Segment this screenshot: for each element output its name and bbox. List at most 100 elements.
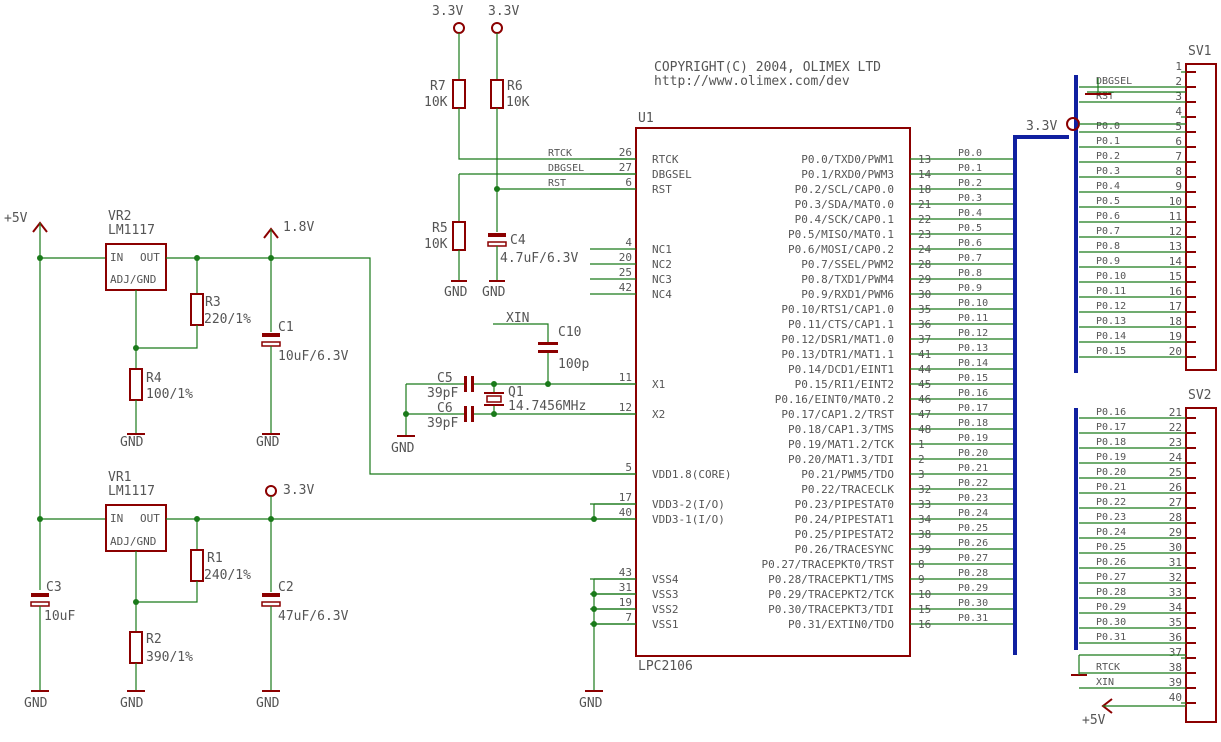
c3-ref: C3 [46, 580, 62, 595]
u1-pin-number: 1 [918, 438, 925, 451]
u1-pin-name: NC2 [652, 258, 672, 271]
u1-ref: U1 [638, 111, 654, 126]
sv1-pins: 12DBGSEL3RST45P0.06P0.17P0.28P0.39P0.410… [1079, 60, 1196, 358]
r1-ref: R1 [207, 551, 223, 566]
u1-pin-net: P0.9 [958, 283, 982, 294]
u1-pin-name: P0.13/DTR1/MAT1.1 [781, 348, 894, 361]
u1-pin-number: 48 [918, 423, 931, 436]
header-pin-number: 34 [1169, 601, 1183, 614]
header-pin-number: 40 [1169, 691, 1182, 704]
header-pin-net: P0.21 [1096, 482, 1126, 493]
supply-label: 3.3V [1026, 119, 1057, 134]
u1-pin-number: 8 [918, 558, 925, 571]
q1-val: 14.7456MHz [508, 399, 586, 414]
header-pin-number: 22 [1169, 421, 1182, 434]
u1-pin-number: 31 [619, 581, 632, 594]
supply-3v3-r7: 3.3V [432, 4, 465, 34]
header-pin-number: 30 [1169, 541, 1182, 554]
u1-pin-net: P0.23 [958, 493, 988, 504]
u1-pin-name: P0.21/PWM5/TDO [801, 468, 894, 481]
u1-pin-net: P0.18 [958, 418, 988, 429]
u1-pin-number: 40 [619, 506, 632, 519]
header-pin-number: 36 [1169, 631, 1182, 644]
u1-pin-name: VSS3 [652, 588, 679, 601]
c5-val: 39pF [427, 386, 458, 401]
resistor-r5 [452, 221, 466, 251]
supply-label: 3.3V [432, 4, 463, 19]
copyright-text: COPYRIGHT(C) 2004, OLIMEX LTD [654, 60, 881, 75]
u1-pin-number: 2 [918, 453, 925, 466]
u1-pin-number: 46 [918, 393, 931, 406]
u1-pin-number: 22 [918, 213, 931, 226]
u1-pin-number: 42 [619, 281, 632, 294]
u1-pin-net: P0.27 [958, 553, 988, 564]
header-pin-net: P0.5 [1096, 196, 1120, 207]
r7-val: 10K [424, 95, 448, 110]
vr1-in: IN [110, 512, 123, 525]
u1-pin-net: P0.31 [958, 613, 988, 624]
u1-pin-number: 17 [619, 491, 632, 504]
header-pin-number: 32 [1169, 571, 1182, 584]
gnd-label: GND [482, 285, 506, 300]
u1-pin-number: 26 [619, 146, 632, 159]
u1-pin-name: P0.24/PIPESTAT1 [795, 513, 894, 526]
url-text: http://www.olimex.com/dev [654, 74, 850, 89]
u1-pin-net: P0.30 [958, 598, 988, 609]
r1-val: 240/1% [204, 568, 251, 583]
u1-pin-net: P0.28 [958, 568, 988, 579]
u1-pin-name: VSS1 [652, 618, 679, 631]
u1-pin-name: P0.5/MISO/MAT0.1 [788, 228, 894, 241]
net-rtck: RTCK [548, 148, 572, 159]
header-pin-net: RTCK [1096, 662, 1120, 673]
header-pin-net: P0.26 [1096, 557, 1126, 568]
u1-pin-name: P0.26/TRACESYNC [795, 543, 894, 556]
c2-ref: C2 [278, 580, 294, 595]
u1-pin-number: 29 [918, 273, 931, 286]
u1-pin-name: P0.25/PIPESTAT2 [795, 528, 894, 541]
u1-pin-number: 41 [918, 348, 931, 361]
u1-pin-number: 27 [619, 161, 632, 174]
header-pin-net: P0.3 [1096, 166, 1120, 177]
header-pin-number: 24 [1169, 451, 1183, 464]
gnd-label: GND [579, 696, 603, 711]
u1-pin-number: 5 [625, 461, 632, 474]
header-pin-number: 12 [1169, 225, 1182, 238]
header-pin-number: 17 [1169, 300, 1182, 313]
c6-ref: C6 [437, 401, 453, 416]
u1-pin-name: P0.28/TRACEPKT1/TMS [768, 573, 894, 586]
u1-pin-name: P0.14/DCD1/EINT1 [788, 363, 894, 376]
header-pin-net: P0.13 [1096, 316, 1126, 327]
cap-c4 [488, 233, 506, 237]
u1-pin-net: P0.3 [958, 193, 982, 204]
u1-pin-name: VDD3-2(I/O) [652, 498, 725, 511]
sv1-3v3-supply: 3.3V [1026, 117, 1080, 134]
u1-pin-name: P0.23/PIPESTAT0 [795, 498, 894, 511]
header-pin-net: P0.9 [1096, 256, 1120, 267]
header-pin-net: P0.20 [1096, 467, 1126, 478]
header-pin-net: P0.14 [1096, 331, 1126, 342]
header-pin-number: 4 [1175, 105, 1182, 118]
vr2-out: OUT [140, 251, 160, 264]
u1-pin-name: P0.1/RXD0/PWM3 [801, 168, 894, 181]
header-pin-net: P0.12 [1096, 301, 1126, 312]
u1-pin-number: 3 [918, 468, 925, 481]
u1-pin-name: X2 [652, 408, 665, 421]
cap-c3 [31, 593, 49, 597]
u1-pin-number: 14 [918, 168, 932, 181]
bus-p0 [1013, 135, 1069, 655]
u1-pin-number: 35 [918, 303, 931, 316]
u1-pin-name: NC3 [652, 273, 672, 286]
u1-pin-net: P0.0 [958, 148, 982, 159]
header-pin-number: 19 [1169, 330, 1182, 343]
net-rst: RST [548, 178, 566, 189]
u1-pin-number: 11 [619, 371, 632, 384]
u1-pin-name: P0.2/SCL/CAP0.0 [795, 183, 894, 196]
sv2-pins: 21P0.1622P0.1723P0.1824P0.1925P0.2026P0.… [1079, 406, 1196, 704]
u1-pin-name: P0.29/TRACEPKT2/TCK [768, 588, 894, 601]
r6-ref: R6 [507, 79, 523, 94]
u1-pin-net: P0.7 [958, 253, 982, 264]
u1-pin-number: 47 [918, 408, 931, 421]
gnd-label: GND [256, 696, 280, 711]
vr2-val: LM1117 [108, 223, 155, 238]
u1-pin-number: 36 [918, 318, 931, 331]
